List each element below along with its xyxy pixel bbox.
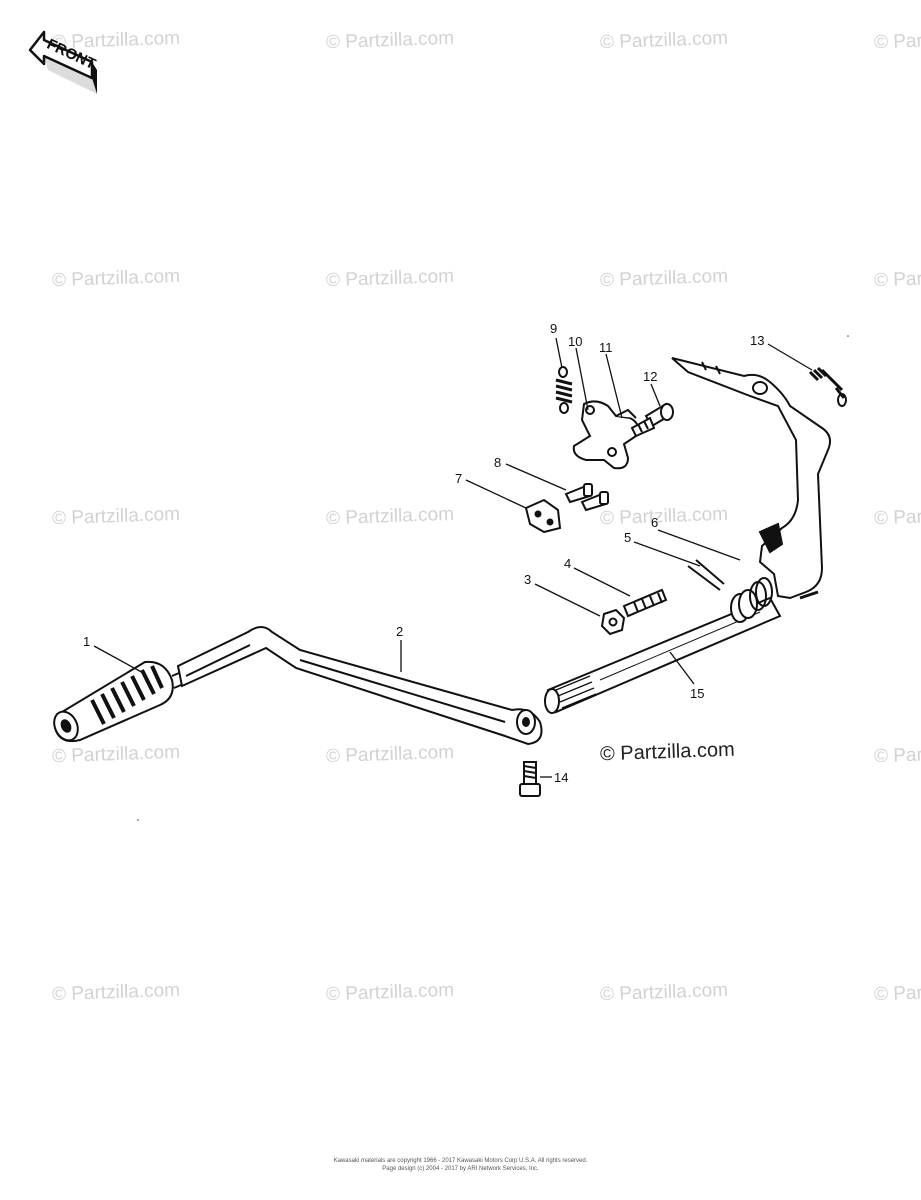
callout-3: 3 (524, 572, 531, 587)
callout-5: 5 (624, 530, 631, 545)
callout-1: 1 (83, 634, 90, 649)
scan-speck (847, 335, 849, 337)
part-12-bolt (630, 402, 674, 438)
part-9-spring (555, 366, 573, 414)
callout-12: 12 (643, 369, 657, 384)
part-5-collar (730, 589, 758, 623)
callout-2: 2 (396, 624, 403, 639)
callout-8: 8 (494, 455, 501, 470)
callout-6: 6 (651, 515, 658, 530)
callout-15: 15 (690, 686, 704, 701)
part-7-plate (524, 498, 562, 534)
part-4-bolt (622, 588, 668, 618)
callout-9: 9 (550, 321, 557, 336)
copyright-line-2: Page design (c) 2004 - 2017 by ARI Netwo… (382, 1166, 539, 1172)
front-direction-arrow-icon: FRONT (28, 30, 98, 94)
callout-4: 4 (564, 556, 571, 571)
part-15-shift-shaft (544, 596, 782, 714)
callout-14: 14 (554, 770, 568, 785)
part-1-shift-pedal-rubber (53, 660, 189, 743)
callout-7: 7 (455, 471, 462, 486)
scan-speck (137, 819, 139, 821)
part-10-11-stopper-plate (572, 400, 639, 470)
leader-lines (93, 337, 813, 778)
part-3-nut (600, 608, 626, 636)
part-8-screws (564, 483, 609, 512)
callout-13: 13 (750, 333, 764, 348)
shift-arm-bracket (671, 357, 831, 600)
copyright-line-1: Kawasaki materials are copyright 1966 - … (333, 1158, 588, 1164)
part-2-shift-pedal-arm (176, 626, 543, 746)
part-13-spring (808, 366, 847, 407)
callout-10: 10 (568, 334, 582, 349)
part-6-return-spring (687, 559, 773, 611)
part-14-bolt (519, 761, 541, 797)
callout-11: 11 (599, 340, 613, 355)
